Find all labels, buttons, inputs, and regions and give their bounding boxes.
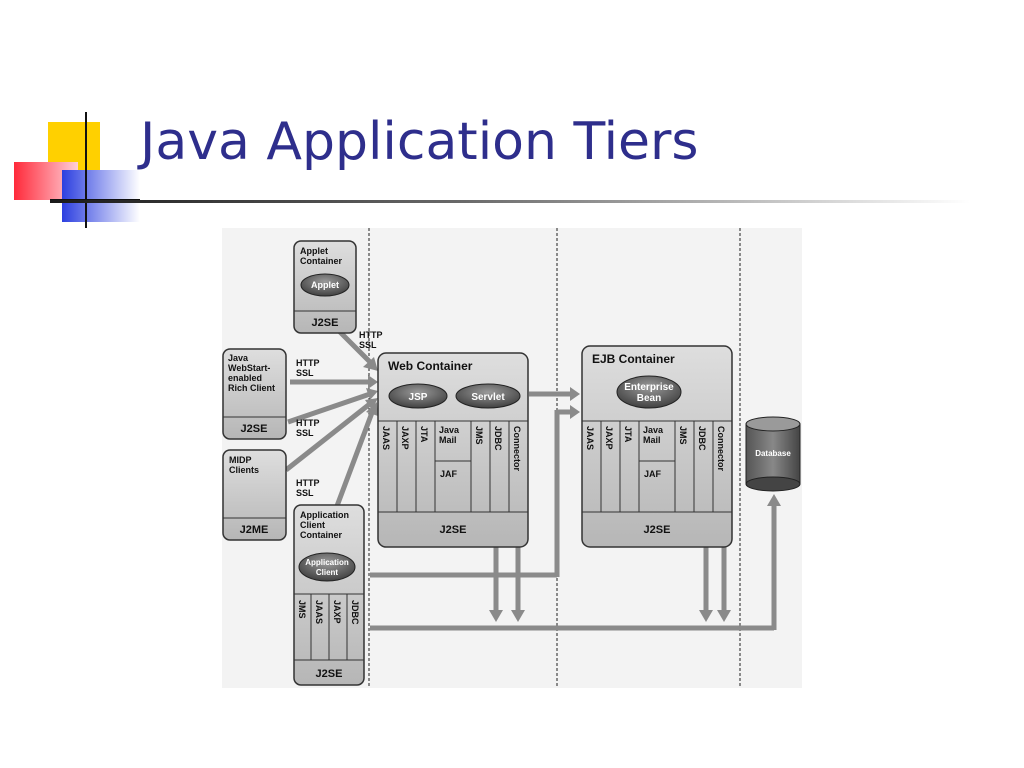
svg-text:Mail: Mail (643, 435, 661, 445)
svg-text:JAAS: JAAS (585, 426, 595, 450)
svg-text:Rich Client: Rich Client (228, 383, 275, 393)
svg-text:JDBC: JDBC (350, 600, 360, 625)
svg-text:Connector: Connector (716, 426, 726, 471)
svg-text:Bean: Bean (637, 393, 661, 404)
midp-clients: MIDP Clients J2ME (222, 449, 287, 541)
svg-text:Application: Application (300, 510, 349, 520)
svg-text:HTTP: HTTP (296, 418, 320, 428)
applet-container: Applet Container Applet J2SE (293, 240, 357, 334)
servlet-component (455, 383, 521, 409)
applet-component (300, 273, 350, 297)
svg-text:JAF: JAF (440, 469, 458, 479)
svg-text:JAXP: JAXP (604, 426, 614, 450)
svg-text:JTA: JTA (623, 426, 633, 443)
application-client-component (298, 552, 356, 582)
svg-text:Applet: Applet (300, 246, 328, 256)
svg-text:J2ME: J2ME (240, 524, 269, 536)
svg-text:Servlet: Servlet (471, 392, 505, 403)
svg-text:JSP: JSP (409, 392, 428, 403)
svg-text:HTTP: HTTP (296, 358, 320, 368)
svg-text:Database: Database (755, 449, 791, 458)
application-client-container: Application Client Container Application… (293, 504, 365, 686)
svg-text:J2SE: J2SE (241, 423, 268, 435)
svg-text:Java: Java (439, 425, 460, 435)
svg-text:JMS: JMS (297, 600, 307, 619)
svg-text:JDBC: JDBC (697, 426, 707, 451)
svg-text:Container: Container (300, 530, 343, 540)
protocol-label: HTTP SSL (296, 358, 320, 378)
svg-text:WebStart-: WebStart- (228, 363, 270, 373)
jsp-component (388, 383, 448, 409)
svg-text:JAXP: JAXP (400, 426, 410, 450)
svg-text:Connector: Connector (512, 426, 522, 471)
database-cylinder: Database (745, 416, 801, 492)
protocol-label: HTTP SSL (296, 418, 320, 438)
ejb-container: EJB Container Enterprise Bean JAAS JAXP … (581, 345, 733, 548)
svg-text:J2SE: J2SE (644, 524, 671, 536)
architecture-diagram: HTTP SSL HTTP SSL HTTP SSL HTTP SSL Appl… (222, 228, 802, 688)
svg-text:Enterprise: Enterprise (624, 382, 674, 393)
svg-text:J2SE: J2SE (440, 524, 467, 536)
svg-text:Client: Client (300, 520, 325, 530)
connectors (284, 328, 781, 631)
svg-text:enabled: enabled (228, 373, 262, 383)
svg-text:SSL: SSL (359, 340, 377, 350)
svg-text:SSL: SSL (296, 488, 314, 498)
svg-text:HTTP: HTTP (296, 478, 320, 488)
svg-text:Web Container: Web Container (388, 359, 473, 373)
svg-text:HTTP: HTTP (359, 330, 383, 340)
svg-text:Clients: Clients (229, 465, 259, 475)
svg-text:JMS: JMS (678, 426, 688, 445)
svg-text:JMS: JMS (474, 426, 484, 445)
svg-text:Java: Java (228, 353, 249, 363)
svg-text:JAAS: JAAS (381, 426, 391, 450)
protocol-label: HTTP SSL (296, 478, 320, 498)
svg-text:Applet: Applet (311, 280, 339, 290)
svg-text:J2SE: J2SE (312, 317, 339, 329)
svg-text:Mail: Mail (439, 435, 457, 445)
svg-text:SSL: SSL (296, 368, 314, 378)
svg-text:Java: Java (643, 425, 664, 435)
enterprise-bean-component (616, 375, 682, 409)
webstart-client: Java WebStart- enabled Rich Client J2SE (222, 348, 287, 440)
protocol-label: HTTP SSL (359, 330, 383, 350)
svg-text:J2SE: J2SE (316, 668, 343, 680)
title-divider (50, 200, 970, 203)
slide-title: Java Application Tiers (140, 112, 699, 172)
svg-text:Application: Application (305, 558, 349, 567)
svg-text:JAXP: JAXP (332, 600, 342, 624)
web-container: Web Container JSP Servlet JAAS JAXP JTA … (377, 352, 529, 548)
svg-text:Client: Client (316, 568, 339, 577)
svg-text:Container: Container (300, 256, 343, 266)
svg-text:JTA: JTA (419, 426, 429, 443)
svg-text:JAAS: JAAS (314, 600, 324, 624)
svg-text:MIDP: MIDP (229, 455, 252, 465)
svg-text:JAF: JAF (644, 469, 662, 479)
svg-text:EJB Container: EJB Container (592, 352, 675, 366)
svg-text:JDBC: JDBC (493, 426, 503, 451)
svg-text:SSL: SSL (296, 428, 314, 438)
